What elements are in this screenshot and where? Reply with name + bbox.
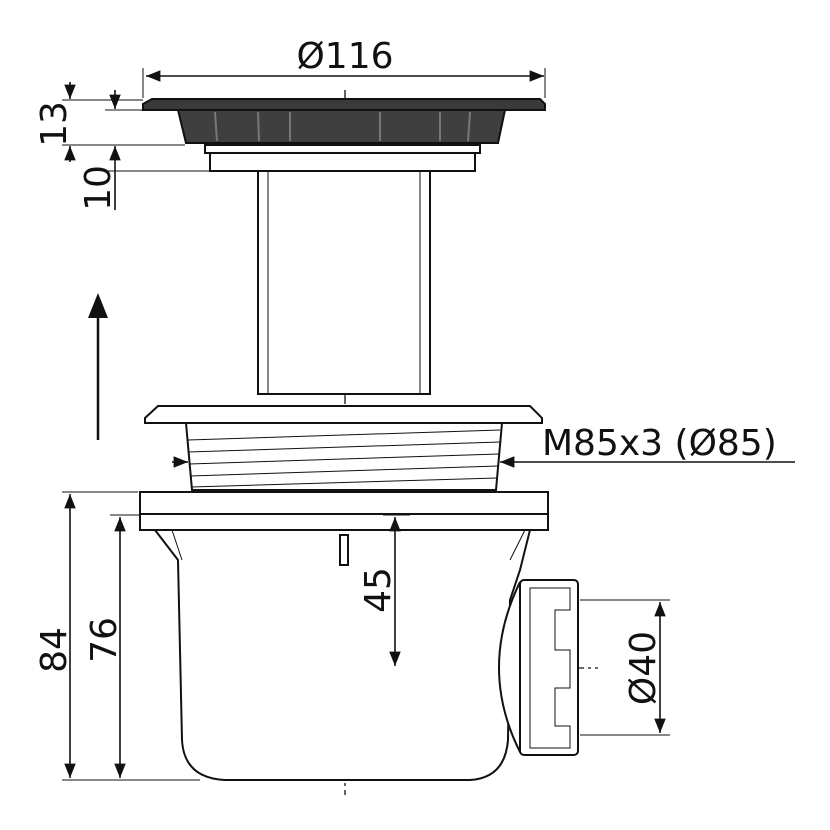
dim-outlet-depth: 45 [358,567,399,613]
outlet-nut [519,579,579,756]
dim-outlet-diameter: Ø40 [623,631,664,705]
threaded-nut [144,405,543,491]
standpipe [257,170,431,395]
dim-ring-height: 10 [78,165,119,211]
top-grate [142,98,546,172]
dim-total-height: 84 [34,627,75,673]
dim-body-height: 76 [84,617,125,663]
drain-body [139,491,549,781]
dim-top-diameter: Ø116 [296,36,393,77]
dim-flange-height: 13 [34,101,75,147]
dim-thread: M85x3 (Ø85) [542,423,777,464]
